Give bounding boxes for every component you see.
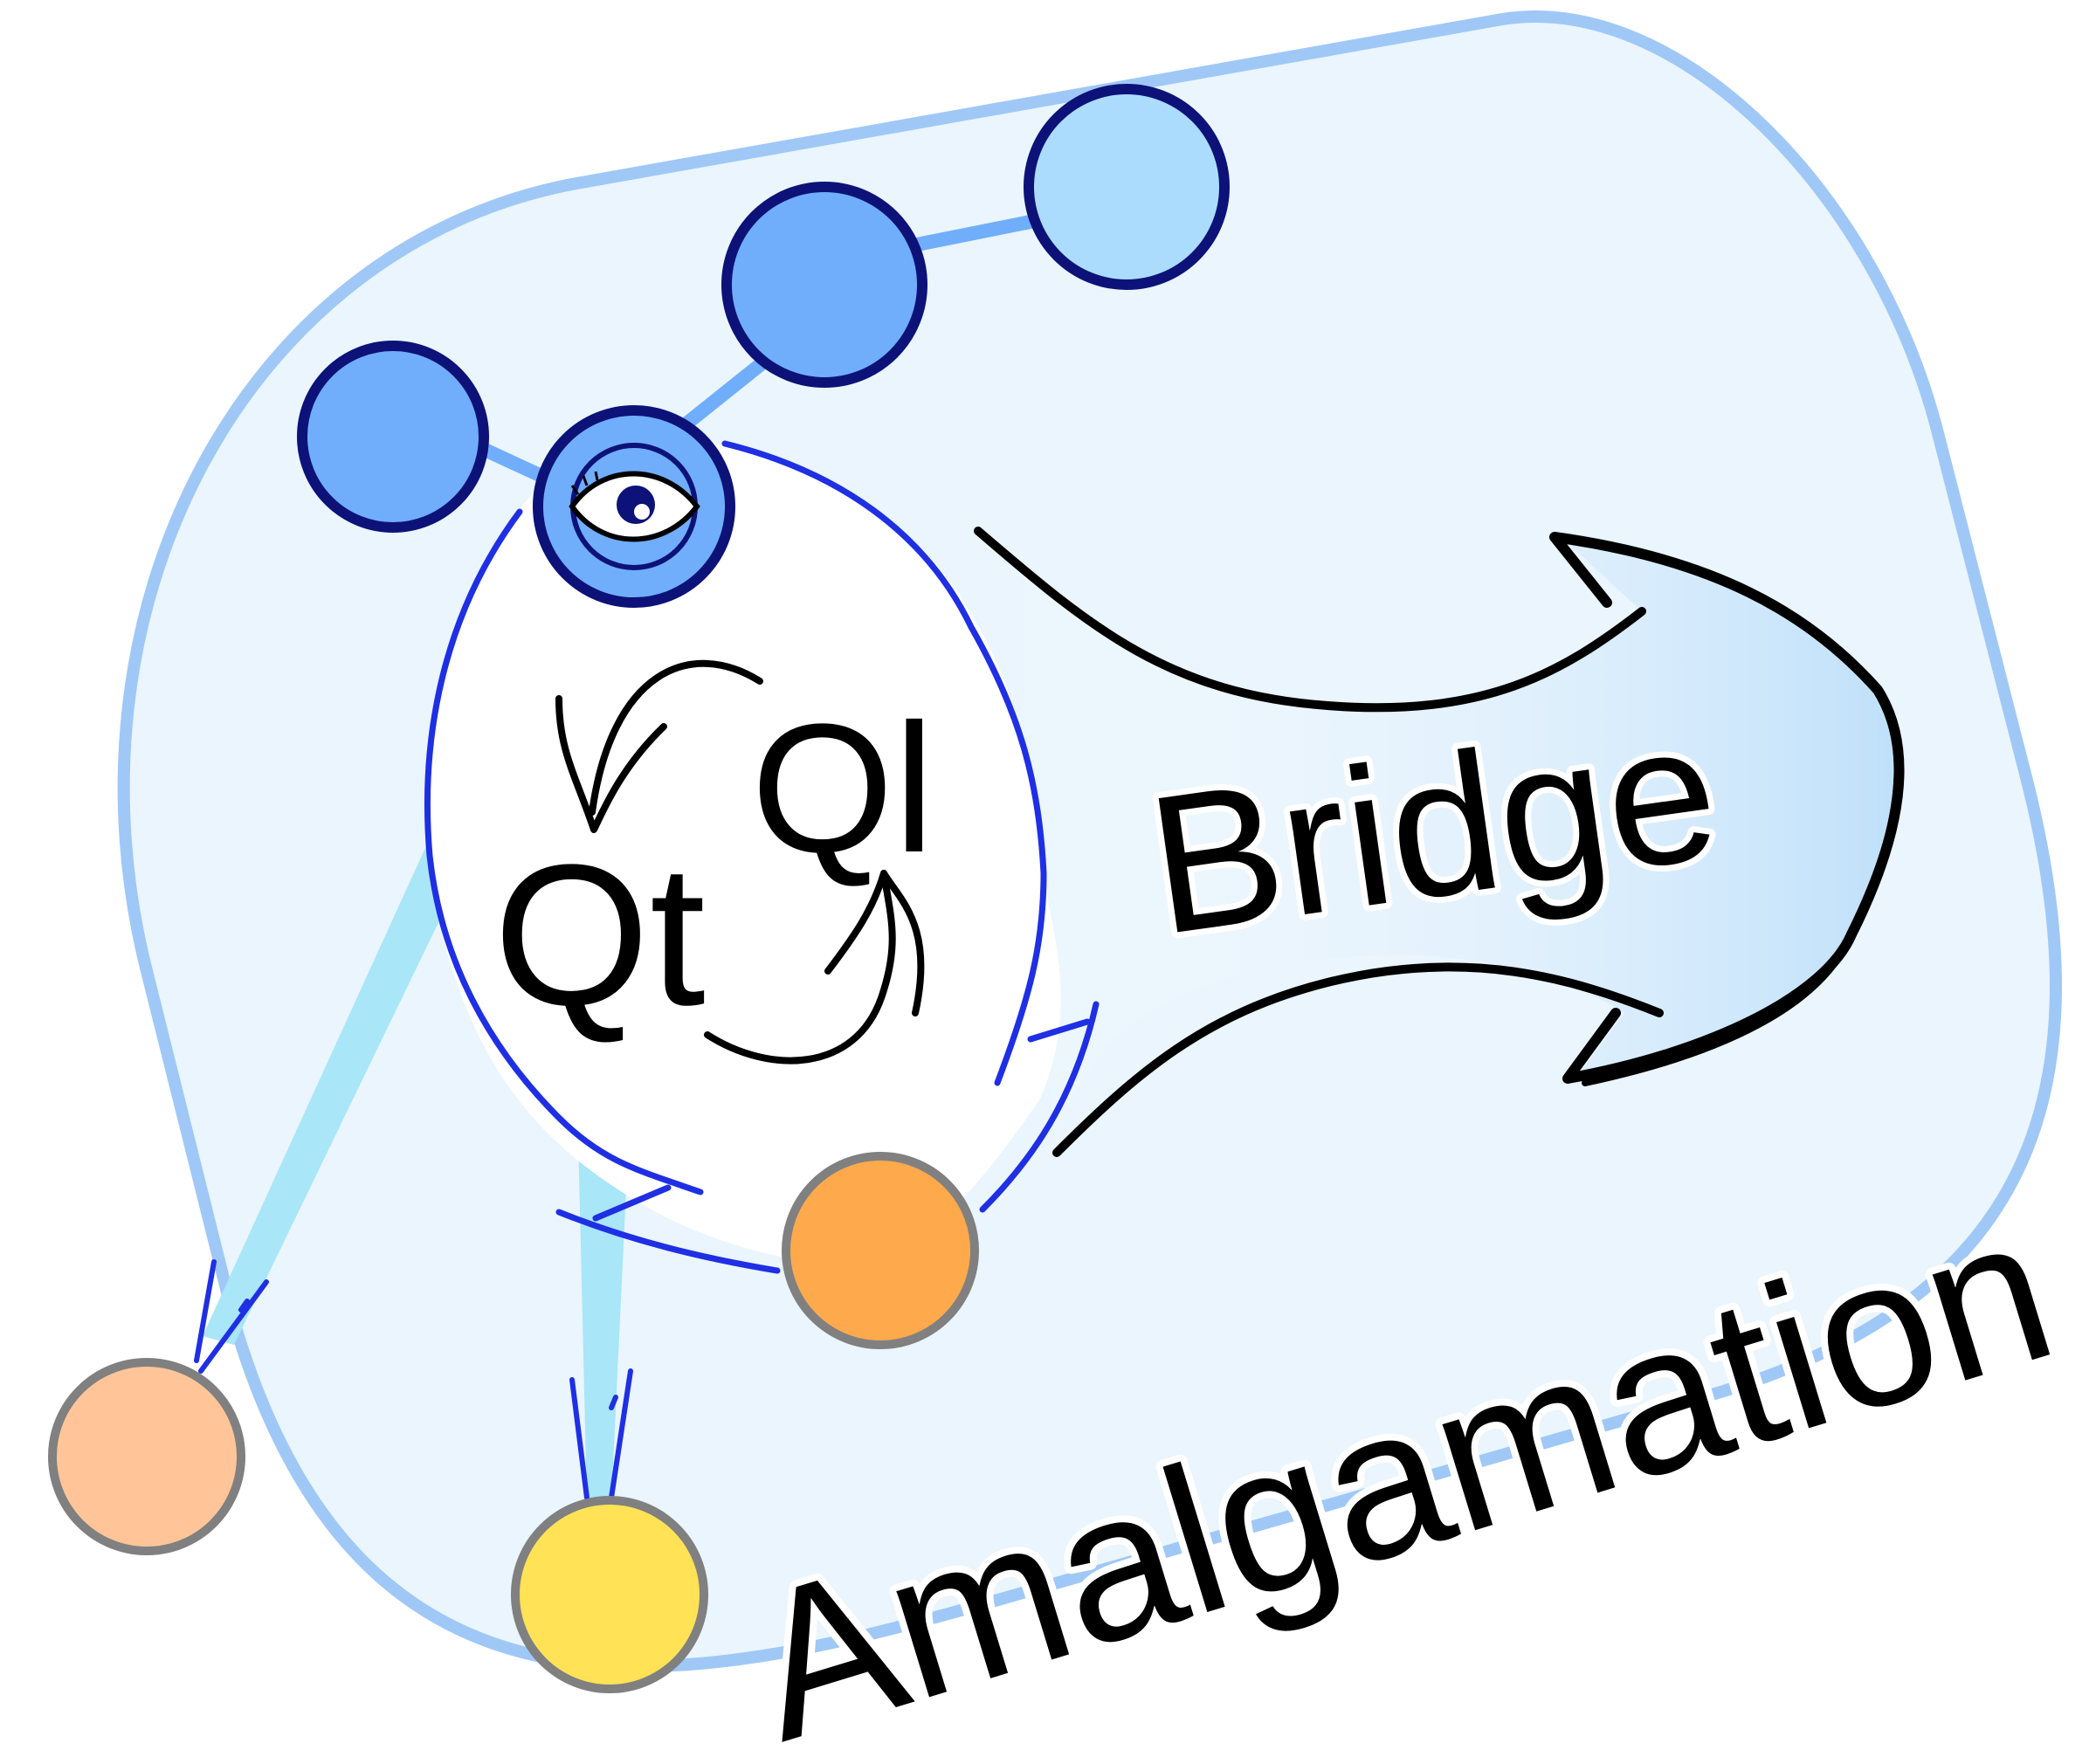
bridge-arrow-head-shadow [1582,695,1901,1086]
node-link-upper [478,213,1046,483]
bridge-arrow-icon [974,527,1905,1157]
eye-icon [569,471,700,542]
bridge-arrow-upper-edge [974,527,1646,713]
lower-links [194,1259,633,1500]
bubble-outline [424,440,1100,1274]
central-bubble [426,439,1061,1267]
cycle-arrows-icon [555,659,925,1065]
node-blue-2 [721,182,927,388]
node-blue-1 [297,341,489,533]
qt-label: Qt [493,823,706,1047]
bridge-arrow-lower-edge [1052,962,1664,1157]
node-orange [782,1152,979,1349]
node-peach [48,1358,245,1555]
node-yellow [511,1496,708,1693]
node-light-blue [1024,84,1230,290]
ql-label: Ql [751,686,934,891]
connector-band-left [203,838,445,1345]
eye-node [533,405,735,608]
